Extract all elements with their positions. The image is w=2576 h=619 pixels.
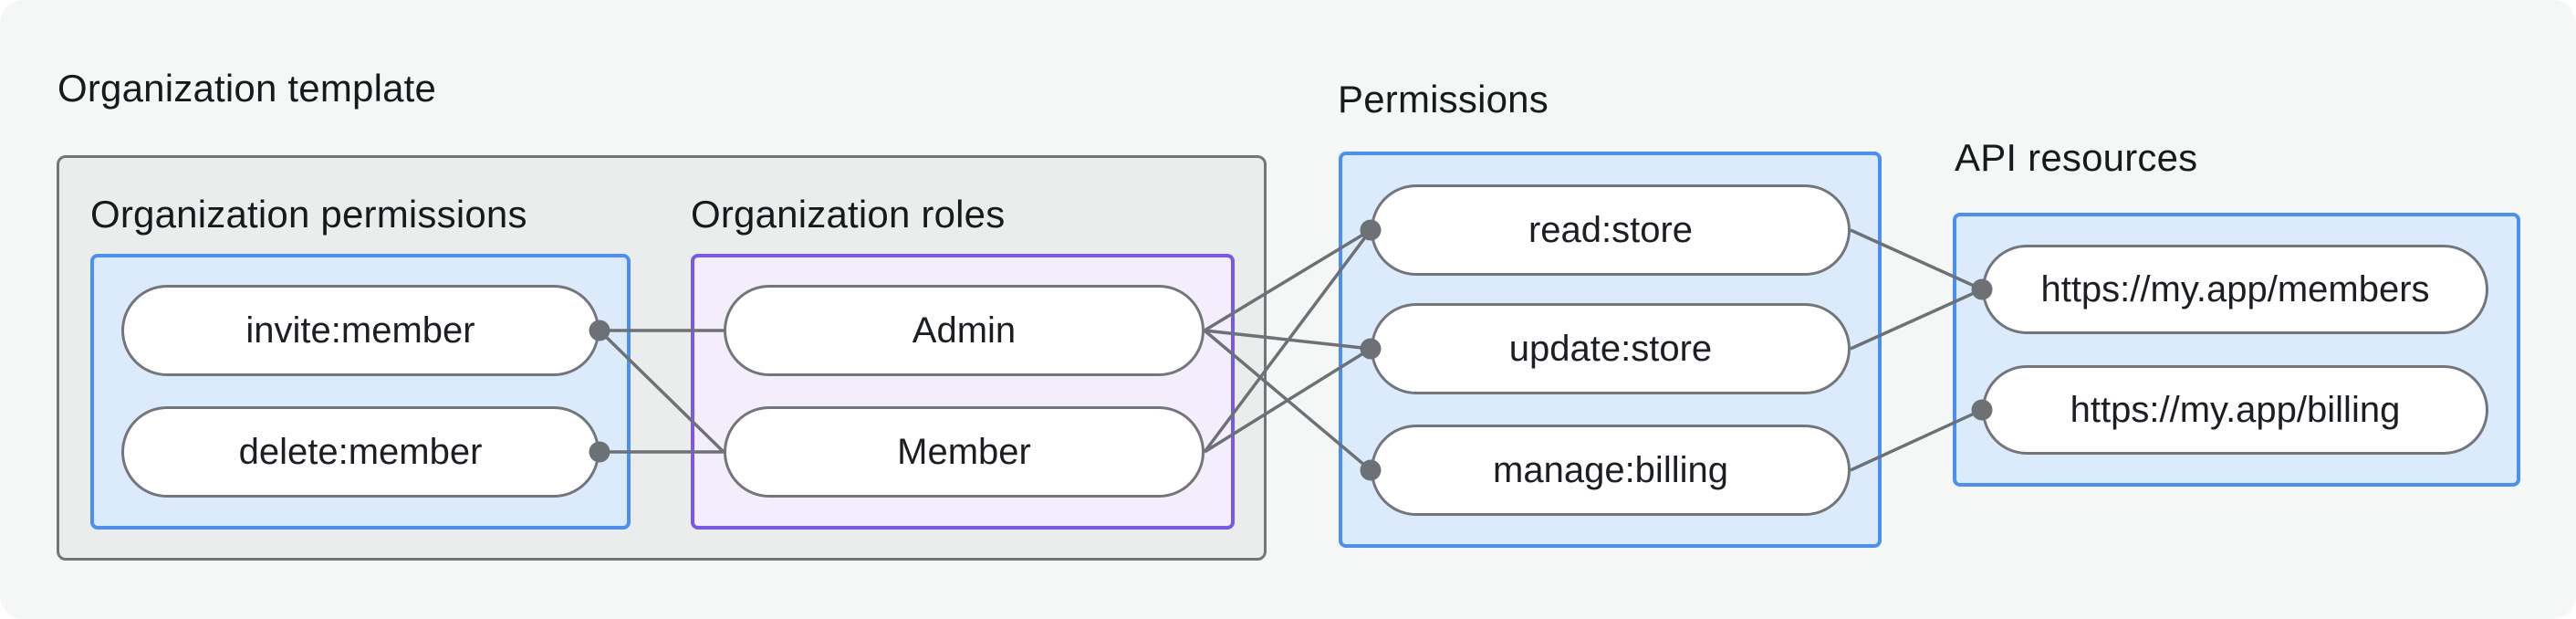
node-delete-member: delete:member: [121, 406, 600, 498]
node-invite-member: invite:member: [121, 285, 600, 376]
api-resources-title: API resources: [1955, 136, 2198, 179]
org-permissions-title: Organization permissions: [90, 193, 527, 236]
node-update-store: update:store: [1371, 303, 1851, 394]
node-manage-billing: manage:billing: [1371, 425, 1851, 516]
node-admin-role: Admin: [724, 285, 1205, 376]
node-api-members: https://my.app/members: [1982, 245, 2488, 334]
node-api-billing: https://my.app/billing: [1982, 365, 2488, 455]
org-template-title: Organization template: [57, 67, 437, 110]
node-member-role: Member: [724, 406, 1205, 498]
org-roles-title: Organization roles: [691, 193, 1006, 236]
node-read-store: read:store: [1371, 184, 1851, 276]
permissions-title: Permissions: [1338, 78, 1549, 121]
